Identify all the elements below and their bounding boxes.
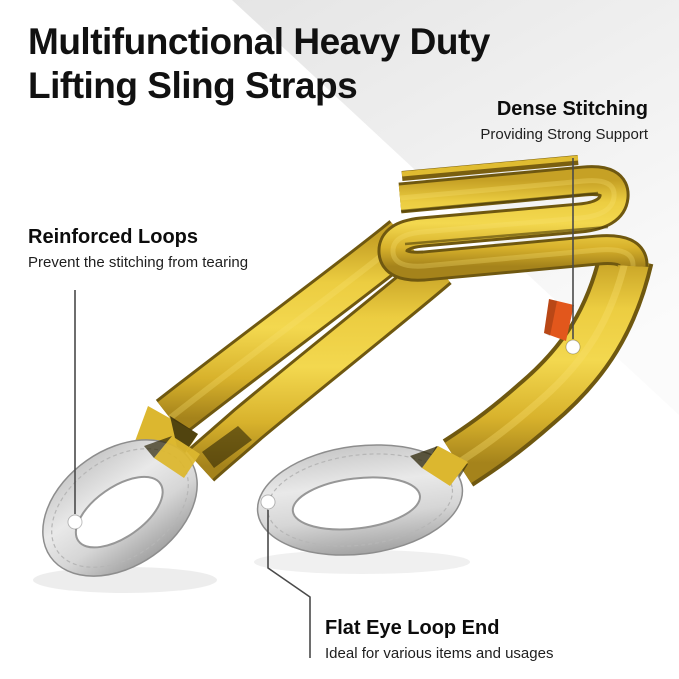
callout-flat-eye-title: Flat Eye Loop End [325,617,500,639]
tip-fill [422,446,468,486]
tip-crease [144,436,172,458]
eye-hole [74,475,164,549]
callout-lines [74,158,574,658]
page-title: Multifunctional Heavy Duty Lifting Sling… [28,20,490,109]
tag-front [544,299,574,341]
hang-tag [544,299,574,341]
shadow-center [254,550,470,574]
entry-crease [170,416,198,460]
callout-dense-subtitle: Providing Strong Support [480,126,648,143]
strap-fill [444,252,650,484]
callout-reinforced-title: Reinforced Loops [28,226,199,248]
callout-flat-eye-loop: Flat Eye Loop End Ideal for various item… [325,617,553,662]
title-line-2: Lifting Sling Straps [28,65,358,107]
tip-fill [154,436,200,478]
callout-reinforced-subtitle: Prevent the stitching from tearing [28,254,249,271]
tip-crease [410,446,438,468]
eye-hole [291,476,421,531]
left-eye-sleeve [42,439,198,577]
accordion-folds [377,155,649,282]
callout-dot-flat-eye [260,494,276,510]
folds-fill [380,168,646,279]
callout-reinforced-loops: Reinforced Loops Prevent the stitching f… [28,226,248,271]
callout-dots [67,339,581,530]
folds-highlight [390,178,636,269]
center-strap-tip [410,446,468,486]
callout-dense-title: Dense Stitching [496,98,648,120]
strap-highlight [456,257,630,466]
callout-line-flat-eye [267,510,311,658]
callout-dot-dense [565,339,581,355]
callout-dot-reinforced [67,514,83,530]
center-eye-sleeve [256,444,464,556]
fold-crease-2 [404,225,609,246]
fold-crease [202,426,252,468]
fold-crease-1 [400,191,599,213]
left-strap-tip [144,436,200,478]
right-strap [442,251,654,487]
title-line-1: Multifunctional Heavy Duty [28,21,490,62]
callout-flat-eye-subtitle: Ideal for various items and usages [325,645,554,662]
sleeve-stitching [266,453,454,547]
left-strap-ply-2 [185,252,452,482]
top-layer-fill [401,155,579,177]
tag-shade [544,299,557,336]
callout-dense-stitching: Dense Stitching Providing Strong Support [480,98,648,143]
